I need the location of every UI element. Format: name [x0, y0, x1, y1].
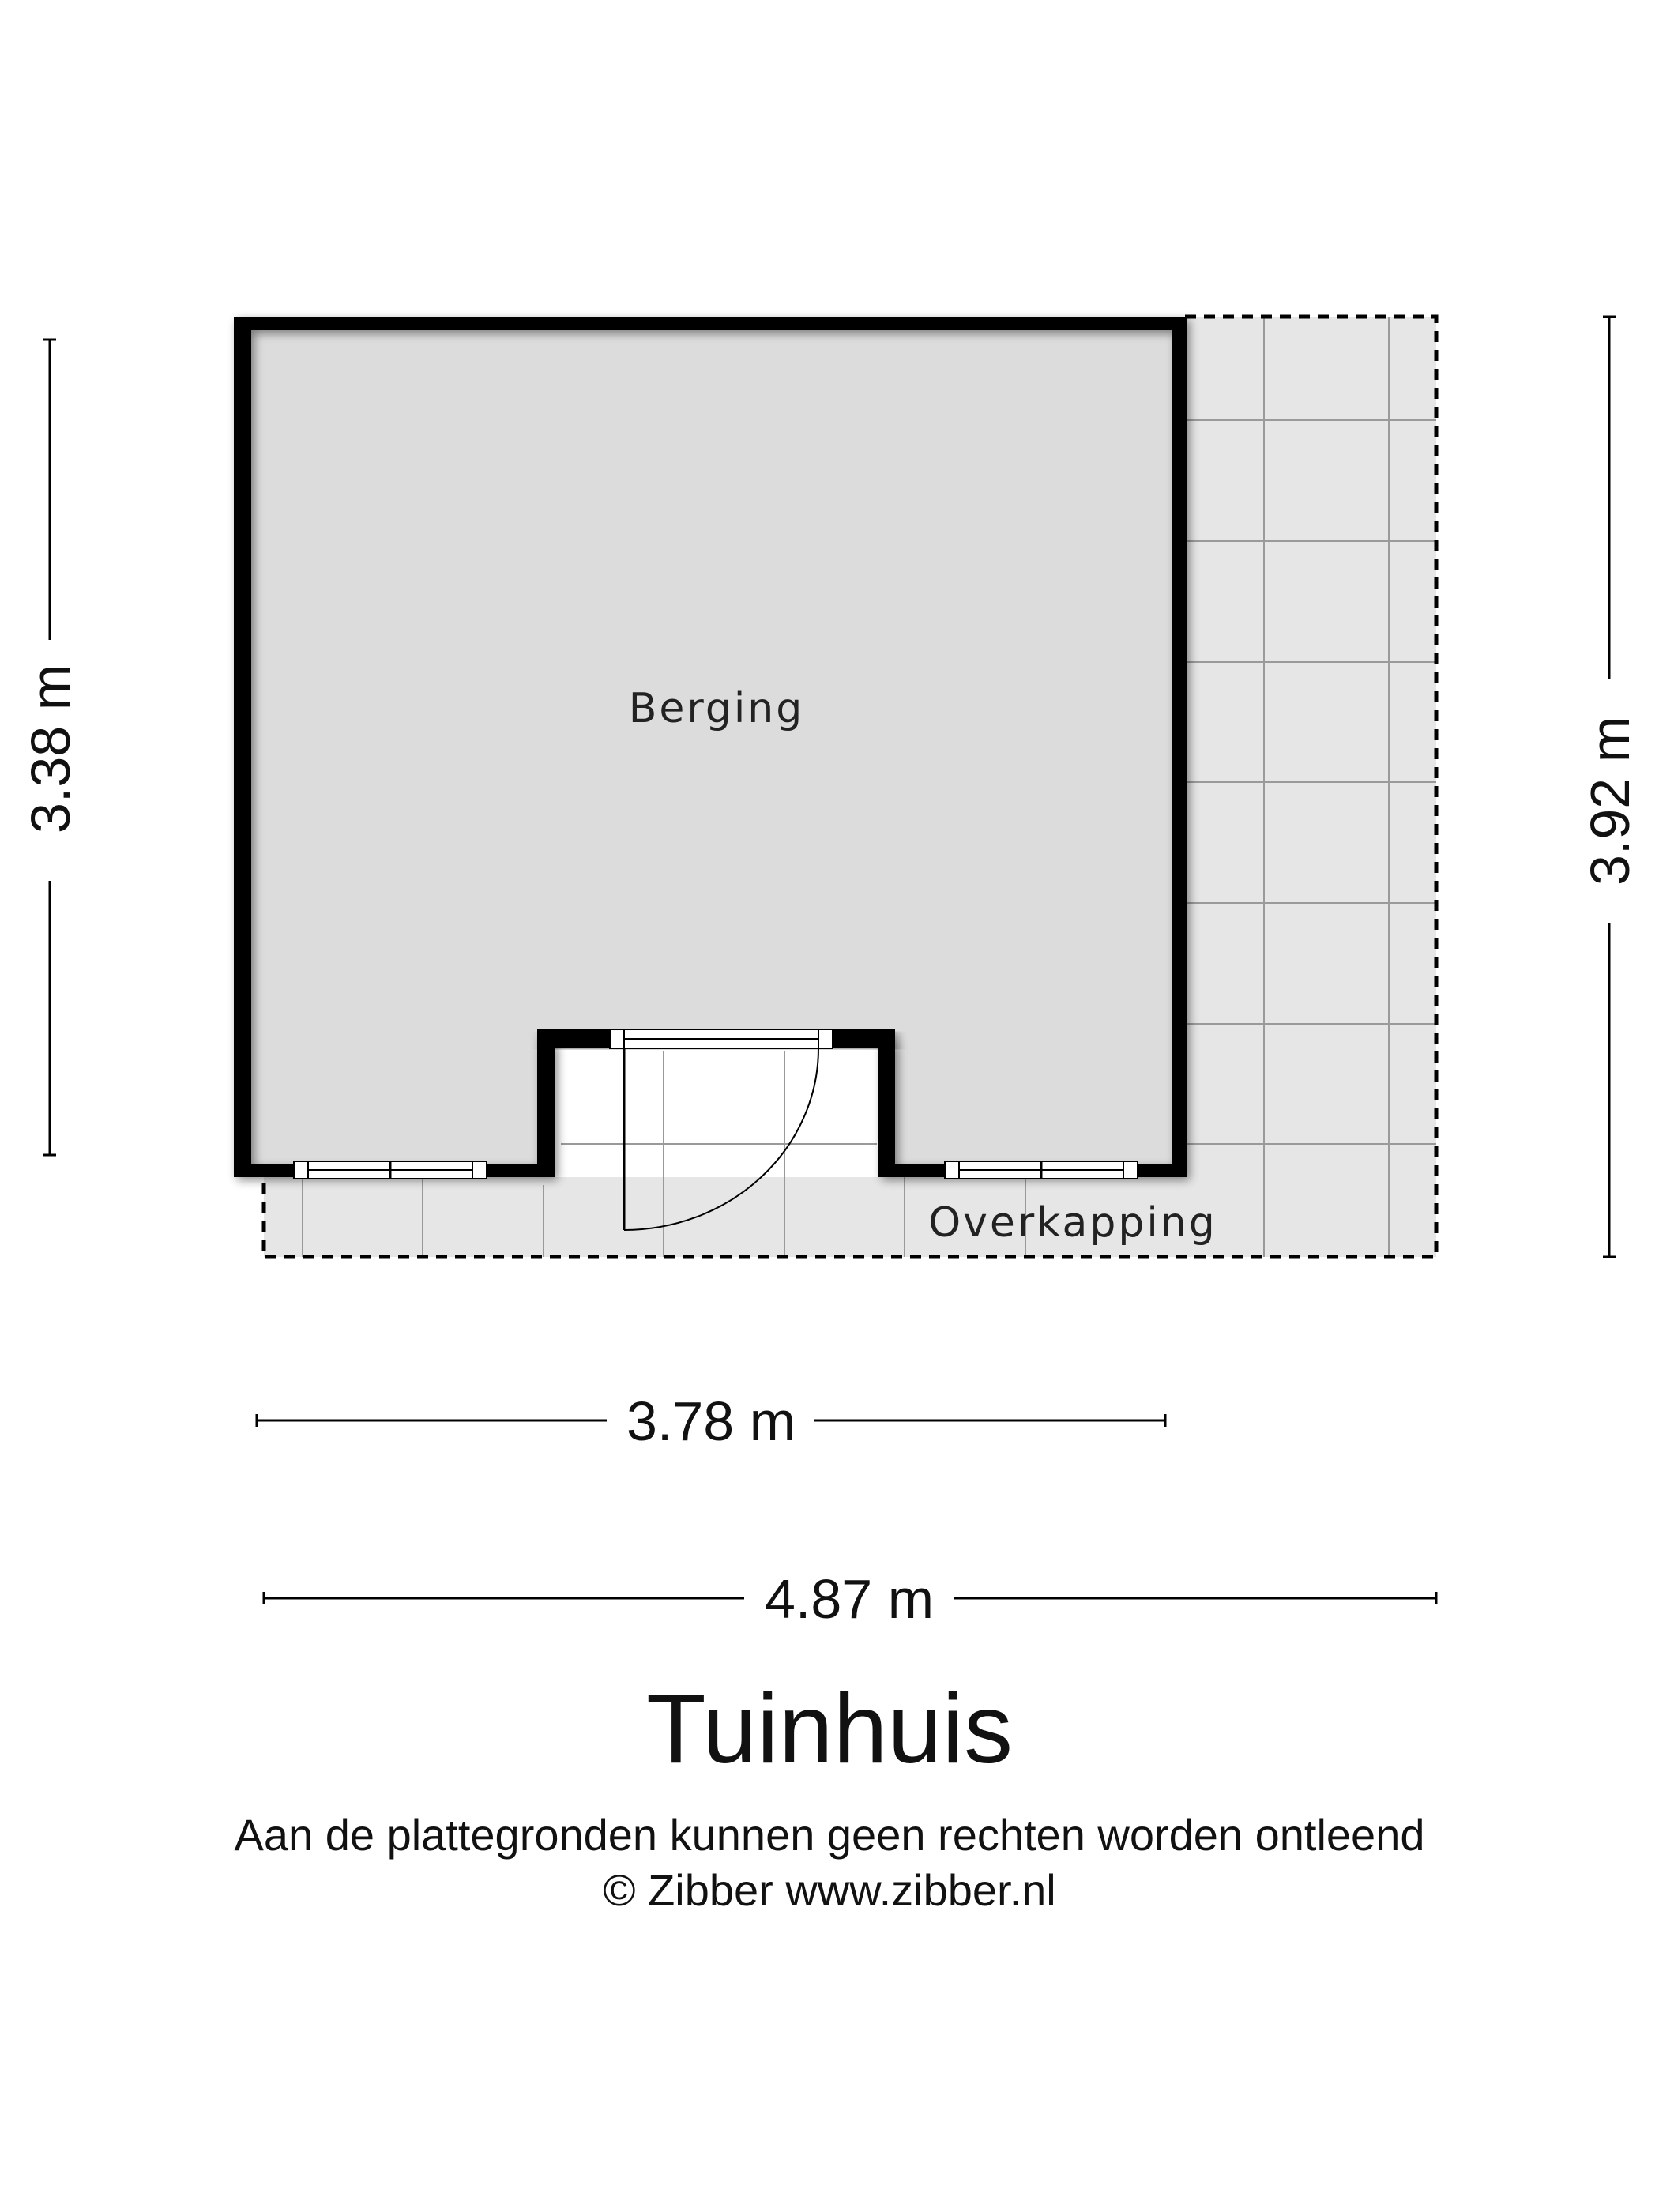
page-title: Tuinhuis [645, 1675, 1014, 1784]
disclaimer-text: Aan de plattegronden kunnen geen rechten… [234, 1810, 1425, 1860]
dimension-label-right-height: 3.92 m [1579, 717, 1641, 886]
dimension-label-outer-width: 4.87 m [765, 1568, 934, 1630]
window-right [944, 1161, 1138, 1179]
dimension-label-inner-width: 3.78 m [626, 1390, 796, 1452]
dimension-label-left-height: 3.38 m [20, 664, 81, 833]
door [609, 1029, 833, 1231]
window-left [293, 1161, 487, 1179]
dimension-outer-width [262, 1592, 1438, 1604]
room-label-overkapping: Overkapping [928, 1199, 1217, 1247]
room-label-berging: Berging [629, 685, 805, 732]
dimension-right-height [1603, 315, 1616, 1258]
copyright-text: © Zibber www.zibber.nl [603, 1865, 1056, 1915]
room-floor [251, 330, 1172, 1164]
dimension-left-height [43, 338, 56, 1157]
covered-area [261, 314, 1439, 1259]
dimension-inner-width [255, 1414, 1167, 1427]
